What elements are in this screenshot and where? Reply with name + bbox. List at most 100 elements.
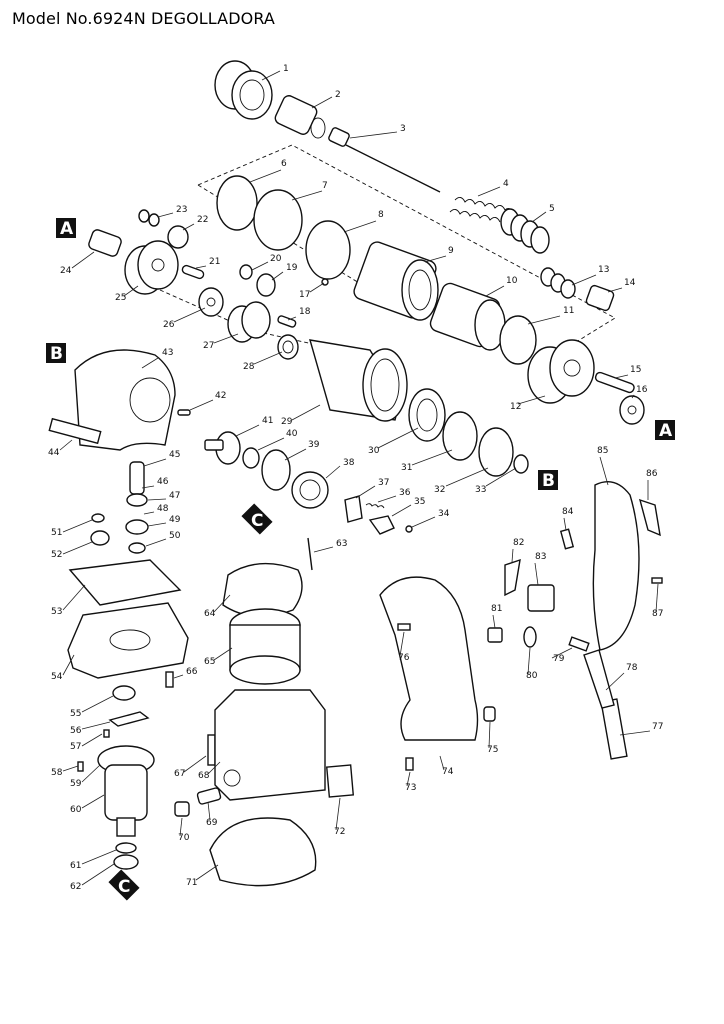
part-number-56: 56 [70, 726, 82, 736]
part-21-pin [181, 264, 205, 280]
part-4-spring [449, 197, 514, 223]
leader-line-54 [62, 654, 75, 676]
part-number-45: 45 [169, 450, 180, 460]
leader-line-2 [311, 96, 333, 109]
leader-line-36 [377, 495, 397, 503]
part-75-plug [483, 706, 496, 722]
leader-line-73 [406, 771, 411, 787]
part-number-11: 11 [563, 306, 574, 316]
leader-line-52 [62, 541, 93, 555]
part-74-handle [379, 576, 479, 741]
part-8-ring [305, 220, 351, 280]
leader-line-67 [183, 755, 207, 773]
part-number-76: 76 [398, 653, 410, 663]
part-number-70: 70 [178, 833, 190, 843]
leader-line-1 [261, 70, 281, 81]
leader-line-83 [534, 562, 539, 586]
part-62-bearing [113, 854, 139, 870]
leader-line-15 [614, 374, 629, 379]
leader-line-64 [213, 594, 231, 613]
part-45-gear-shaft [129, 461, 145, 495]
part-number-86: 86 [646, 469, 658, 479]
leader-line-29 [291, 404, 321, 421]
part-number-28: 28 [243, 362, 255, 372]
part-23-bearing [138, 209, 160, 227]
part-number-20: 20 [270, 254, 282, 264]
part-68-motor-housing [214, 689, 326, 801]
leader-line-23 [157, 212, 174, 218]
leader-line-47 [147, 498, 167, 501]
part-18-pin [277, 315, 297, 328]
leader-line-65 [213, 647, 233, 661]
part-number-22: 22 [197, 215, 208, 225]
part-number-19: 19 [286, 263, 298, 273]
part-55-bearing [112, 685, 136, 701]
leader-line-20 [251, 261, 269, 271]
part-47-bearing [126, 493, 148, 507]
part-number-44: 44 [48, 448, 60, 458]
part-83-switch [527, 584, 555, 612]
part-69-brush-holder [196, 787, 222, 805]
leader-line-48 [143, 511, 155, 515]
part-number-13: 13 [598, 265, 609, 275]
leader-line-22 [182, 223, 195, 231]
part-number-30: 30 [368, 446, 380, 456]
part-number-27: 27 [203, 341, 214, 351]
part-number-31: 31 [401, 463, 412, 473]
part-number-4: 4 [503, 179, 509, 189]
part-number-35: 35 [414, 497, 425, 507]
leader-line-16 [631, 394, 635, 399]
part-number-29: 29 [281, 417, 293, 427]
leader-line-53 [62, 584, 86, 611]
part-number-80: 80 [526, 671, 538, 681]
part-67-screw [207, 734, 216, 766]
part-number-69: 69 [206, 818, 218, 828]
part-number-40: 40 [286, 429, 298, 439]
marker-b-left: B [46, 343, 66, 364]
part-number-83: 83 [535, 552, 546, 562]
part-33-bearing [513, 454, 529, 474]
part-number-39: 39 [308, 440, 320, 450]
part-number-72: 72 [334, 827, 345, 837]
svg-text:C: C [118, 877, 130, 897]
part-41-gear [204, 431, 241, 465]
part-56-holder [108, 711, 150, 727]
leader-line-60 [81, 794, 105, 809]
leader-line-19 [271, 271, 284, 281]
part-86-lever [638, 498, 661, 537]
part-number-15: 15 [630, 365, 641, 375]
leader-line-42 [189, 399, 214, 411]
part-72-label [325, 764, 355, 798]
part-number-82: 82 [513, 538, 524, 548]
leader-line-3 [349, 131, 398, 139]
part-number-62: 62 [70, 882, 81, 892]
leader-line-45 [143, 458, 167, 467]
svg-text:A: A [60, 219, 74, 239]
part-number-75: 75 [487, 745, 498, 755]
part-32-ring [478, 427, 514, 477]
leader-line-72 [335, 797, 341, 831]
leader-line-44 [59, 439, 73, 451]
leader-line-85 [599, 456, 609, 486]
part-66-screw [165, 671, 174, 688]
leader-line-28 [253, 351, 283, 365]
part-80-cord-clamp [523, 626, 537, 648]
leader-line-49 [147, 522, 167, 527]
svg-text:A: A [659, 421, 673, 441]
leader-line-43 [141, 357, 159, 369]
marker-c-bottom: C [108, 869, 140, 901]
part-81-terminal [487, 627, 503, 643]
part-number-25: 25 [115, 293, 126, 303]
leader-line-68 [207, 761, 221, 775]
part-20-bearing [239, 264, 253, 280]
part-number-3: 3 [400, 124, 406, 134]
part-number-8: 8 [378, 210, 384, 220]
part-58-pin [77, 761, 84, 772]
part-number-67: 67 [174, 769, 185, 779]
leader-line-55 [81, 695, 114, 713]
part-3-rod [328, 127, 441, 193]
leader-line-21 [195, 265, 207, 269]
leader-line-80 [527, 647, 531, 675]
part-number-32: 32 [434, 485, 445, 495]
leader-line-33 [485, 467, 517, 487]
